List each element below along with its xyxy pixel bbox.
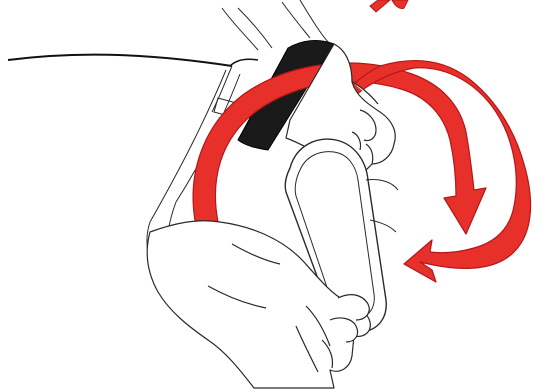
cable-tail — [230, 59, 258, 66]
top-cropped-arrow — [370, 0, 408, 12]
cable-line — [8, 55, 232, 66]
